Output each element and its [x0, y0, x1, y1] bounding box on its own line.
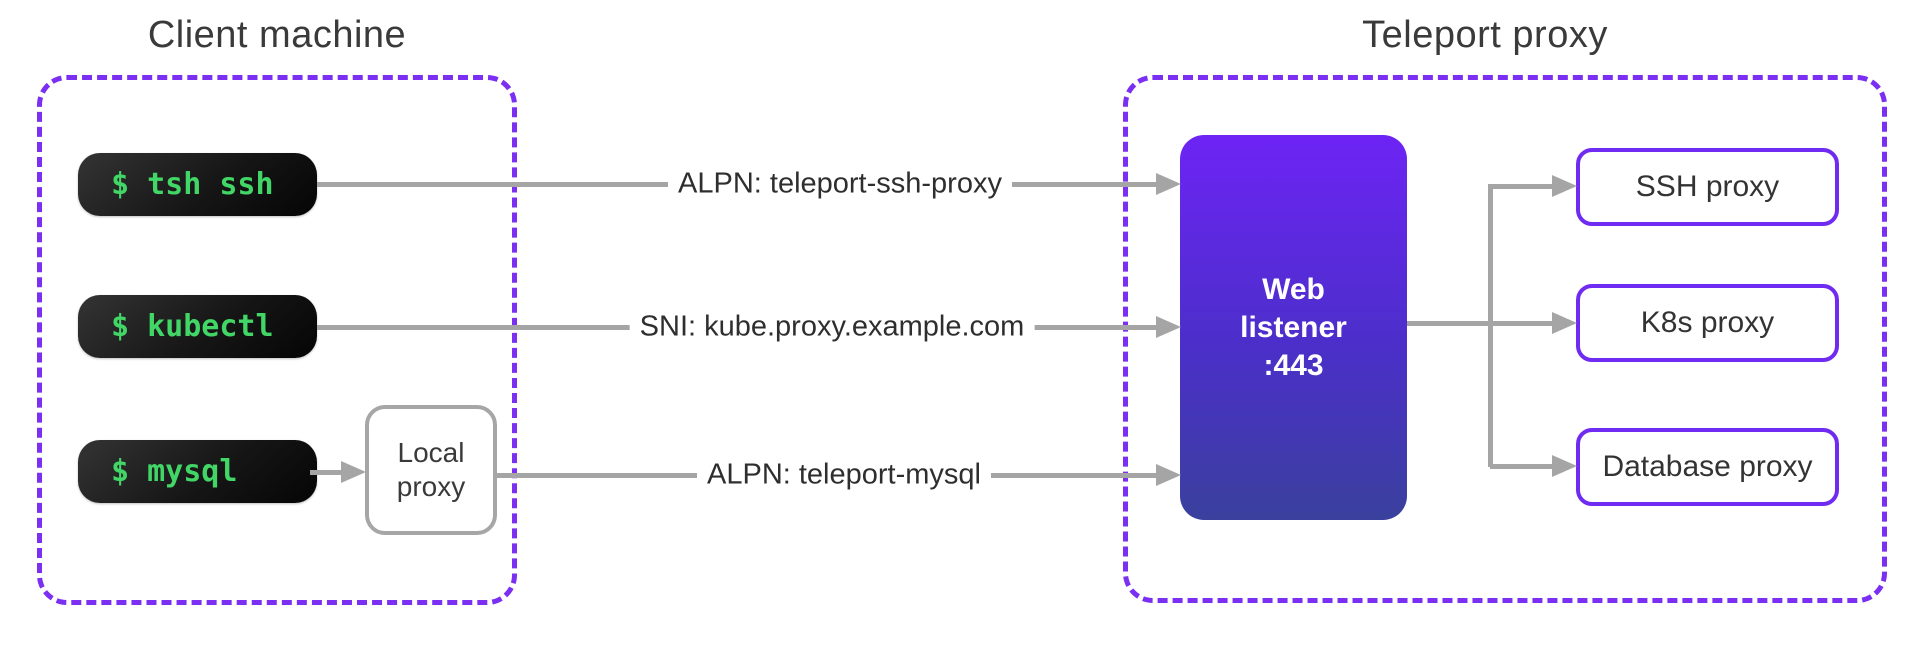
k8s-proxy-node: K8s proxy — [1576, 284, 1839, 362]
arrowhead-kube-to-listener-icon — [1156, 316, 1181, 338]
connection-label-mysql: ALPN: teleport-mysql — [697, 456, 991, 494]
ssh-proxy-label: SSH proxy — [1635, 170, 1780, 203]
terminal-tsh-ssh: $ tsh ssh — [78, 153, 317, 216]
terminal-tsh-ssh-command: $ tsh ssh — [111, 167, 274, 202]
terminal-mysql-command: $ mysql — [111, 454, 238, 489]
connector-branch-ssh-line — [1490, 184, 1552, 189]
teleport-proxy-title: Teleport proxy — [1362, 14, 1608, 56]
web-listener-line2: listener — [1240, 310, 1347, 344]
arrowhead-to-ssh-proxy-icon — [1552, 175, 1577, 197]
web-listener-node: Web listener :443 — [1180, 135, 1407, 520]
client-machine-title: Client machine — [147, 14, 407, 56]
connection-label-ssh: ALPN: teleport-ssh-proxy — [668, 165, 1012, 203]
terminal-kubectl-command: $ kubectl — [111, 309, 274, 344]
client-machine-group-box — [37, 75, 517, 605]
connector-branch-database-line — [1490, 464, 1552, 469]
connector-branch-vertical-line — [1488, 184, 1493, 467]
terminal-mysql: $ mysql — [78, 440, 317, 503]
connector-mysql-to-localproxy-line — [310, 470, 344, 475]
database-proxy-node: Database proxy — [1576, 428, 1839, 506]
arrowhead-mysql-to-localproxy-icon — [341, 461, 366, 483]
connector-listener-to-k8s-line — [1407, 321, 1552, 326]
database-proxy-label: Database proxy — [1602, 450, 1813, 483]
k8s-proxy-label: K8s proxy — [1640, 306, 1775, 339]
web-listener-line3: :443 — [1263, 348, 1324, 382]
arrowhead-to-k8s-proxy-icon — [1552, 312, 1577, 334]
arrowhead-mysql-to-listener-icon — [1156, 464, 1181, 486]
arrowhead-ssh-to-listener-icon — [1156, 173, 1181, 195]
teleport-proxy-group-box — [1123, 75, 1887, 603]
local-proxy-node: Local proxy — [365, 405, 497, 535]
local-proxy-label: Local proxy — [396, 437, 466, 502]
terminal-kubectl: $ kubectl — [78, 295, 317, 358]
arrowhead-to-database-proxy-icon — [1552, 455, 1577, 477]
web-listener-line1: Web — [1262, 272, 1325, 306]
ssh-proxy-node: SSH proxy — [1576, 148, 1839, 226]
connection-label-kube: SNI: kube.proxy.example.com — [629, 308, 1035, 346]
